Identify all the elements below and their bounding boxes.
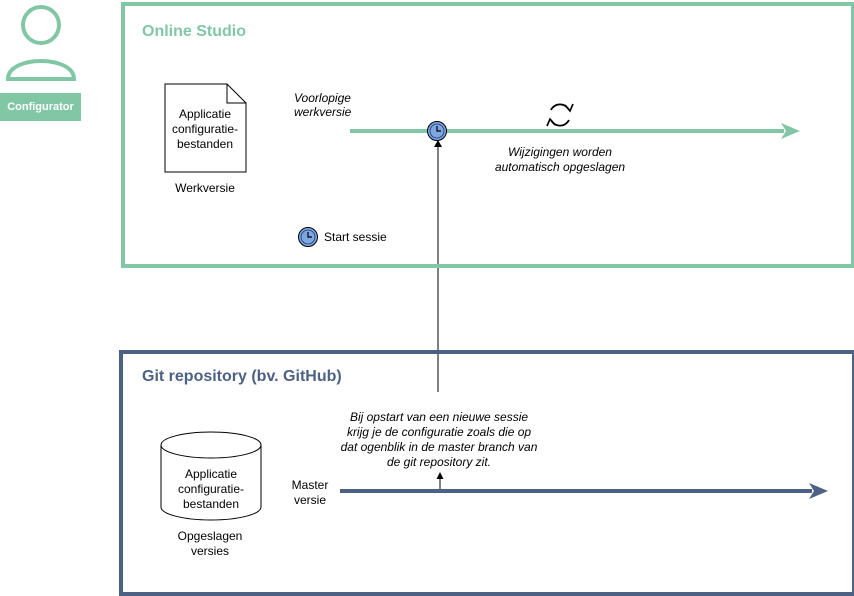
sync-icon: [546, 103, 574, 127]
online-studio-container: [121, 2, 854, 268]
online-studio-title: Online Studio: [142, 23, 246, 40]
master-version-label: Master versie: [291, 478, 329, 507]
working-version-arrowhead: [781, 123, 800, 139]
master-arrowhead: [809, 483, 828, 499]
master-pull-arrowhead: [436, 472, 444, 479]
database-label: Applicatie configuratie- bestanden: [177, 467, 245, 511]
working-version-label: Voorlopige werkversie: [294, 91, 352, 119]
session-start-note: Bij opstart van een nieuwe sessie krijg …: [340, 410, 538, 469]
legend-label: Start sessie: [324, 230, 387, 244]
document-label: Applicatie configuratie- bestanden: [171, 107, 239, 151]
session-start-connector-arrowhead: [434, 140, 442, 147]
database-caption: Opgeslagen versies: [177, 529, 243, 558]
git-repository-title: Git repository (bv. GitHub): [142, 368, 342, 385]
actor-label: Configurator: [0, 93, 81, 121]
legend-clock-icon: [298, 227, 318, 247]
person-icon: [5, 5, 77, 81]
autosave-note: Wijzigingen worden automatisch opgeslage…: [494, 145, 626, 174]
clock-icon: [427, 121, 447, 141]
git-repository-container: [119, 350, 854, 596]
database-shape: [160, 431, 262, 521]
document-caption: Werkversie: [175, 181, 235, 195]
document-shape: [164, 83, 247, 173]
